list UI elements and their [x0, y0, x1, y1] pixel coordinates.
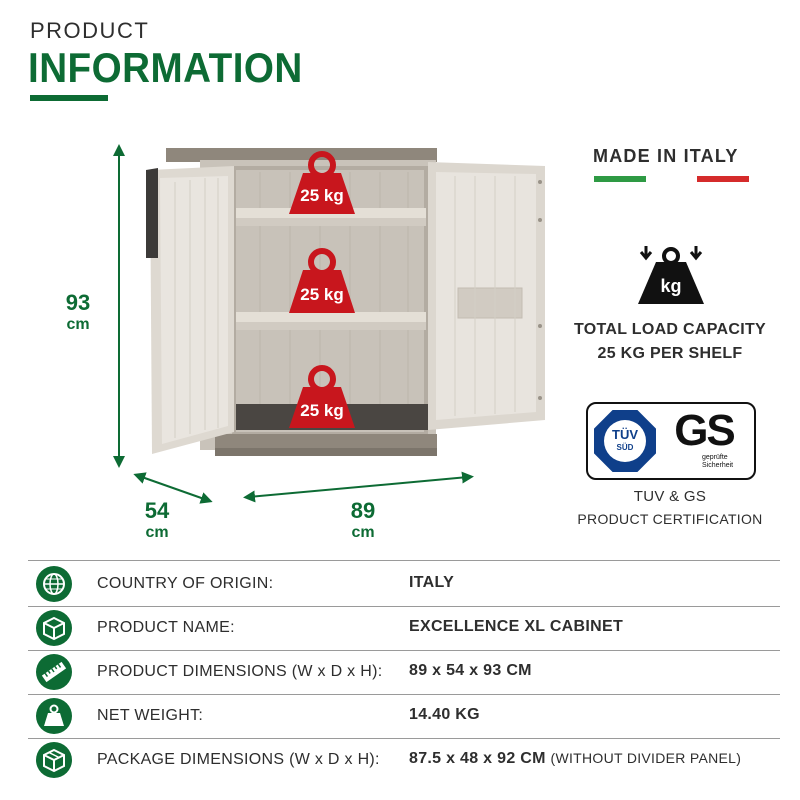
spec-value-origin: ITALY: [409, 574, 455, 591]
certification-badge: TÜV SÜD GS geprüfte Sicherheit: [586, 402, 756, 480]
height-unit: cm: [66, 316, 90, 333]
tuv-label: TÜV: [612, 427, 638, 442]
flag-red-stripe: [697, 176, 749, 182]
load-capacity-icon: [638, 246, 704, 304]
tuv-sub-label: SÜD: [616, 443, 634, 452]
globe-icon: [36, 566, 72, 602]
gs-sub-label: geprüfte Sicherheit: [702, 454, 734, 469]
spec-label-name: PRODUCT NAME:: [97, 619, 235, 636]
depth-dimension: 54 cm: [136, 498, 178, 542]
width-dimension: 89 cm: [342, 498, 384, 542]
table-row: PRODUCT NAME: EXCELLENCE XL CABINET: [28, 606, 780, 651]
width-arrow: [243, 471, 474, 503]
weight-icon: [36, 698, 72, 734]
cert-line2: PRODUCT CERTIFICATION: [577, 511, 763, 527]
depth-value: 54: [144, 498, 170, 523]
spec-label-weight: NET WEIGHT:: [97, 707, 204, 724]
package-icon: [36, 742, 72, 778]
cert-line1: TUV & GS: [633, 488, 707, 505]
left-door: [146, 166, 234, 454]
title-underline: [30, 95, 108, 101]
spec-label-dimensions: PRODUCT DIMENSIONS (W x D x H):: [97, 663, 383, 680]
flag-green-stripe: [594, 176, 646, 182]
shelf-weight-bottom: [289, 365, 355, 428]
weight-label-top: 25 kg: [300, 186, 344, 205]
table-row: PACKAGE DIMENSIONS (W x D x H): 87.5 x 4…: [28, 738, 780, 782]
gs-logo: GS: [674, 406, 736, 455]
header-kicker: PRODUCT: [30, 18, 150, 43]
height-dimension: 93 cm: [58, 290, 98, 334]
right-door: [428, 162, 545, 430]
load-capacity-line2: 25 KG PER SHELF: [597, 345, 743, 362]
cabinet-illustration: [113, 144, 545, 504]
shelf-weight-top: [289, 151, 355, 214]
spec-value-package: 87.5 x 48 x 92 CM (WITHOUT DIVIDER PANEL…: [409, 750, 741, 768]
spec-value-weight: 14.40 KG: [409, 706, 480, 723]
table-row: NET WEIGHT: 14.40 KG: [28, 694, 780, 739]
height-value: 93: [65, 290, 91, 315]
spec-value-dimensions: 89 x 54 x 93 CM: [409, 662, 532, 679]
package-dimensions: 87.5 x 48 x 92 CM: [409, 750, 546, 767]
spec-label-package: PACKAGE DIMENSIONS (W x D x H):: [97, 751, 380, 768]
width-value: 89: [350, 498, 376, 523]
depth-arrow: [133, 472, 213, 504]
table-top-rule: [28, 560, 780, 561]
load-icon-label: kg: [660, 276, 682, 296]
made-in-italy-label: MADE IN ITALY: [593, 146, 739, 166]
box-icon: [36, 610, 72, 646]
weight-label-bottom: 25 kg: [300, 401, 344, 420]
table-row: PRODUCT DIMENSIONS (W x D x H): 89 x 54 …: [28, 650, 780, 695]
spec-value-name: EXCELLENCE XL CABINET: [409, 618, 624, 635]
ruler-icon: [36, 654, 72, 690]
weight-label-middle: 25 kg: [300, 285, 344, 304]
spec-label-origin: COUNTRY OF ORIGIN:: [97, 575, 274, 592]
load-capacity-line1: TOTAL LOAD CAPACITY: [573, 321, 767, 338]
page-title: INFORMATION: [28, 44, 303, 91]
shelf-weight-middle: [289, 248, 355, 313]
width-unit: cm: [351, 524, 375, 541]
package-note: (WITHOUT DIVIDER PANEL): [550, 750, 742, 766]
depth-unit: cm: [145, 524, 169, 541]
table-row: COUNTRY OF ORIGIN: ITALY: [28, 562, 780, 607]
